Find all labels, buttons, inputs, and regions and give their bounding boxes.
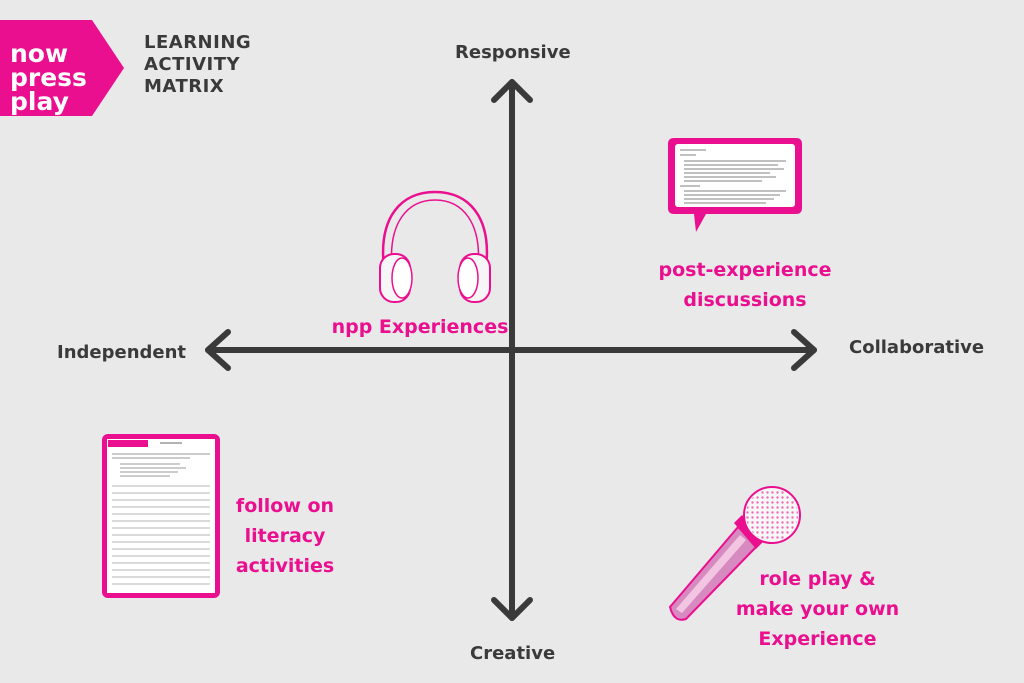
arrow-left-icon <box>205 329 231 371</box>
discussion-line-1: post-experience <box>658 259 832 281</box>
arrow-right-icon <box>791 329 817 371</box>
activity-npp-experiences: npp Experiences <box>330 312 510 342</box>
literacy-line-2: literacy <box>244 525 326 547</box>
title-line-3: MATRIX <box>144 76 225 97</box>
activity-follow-on-literacy: follow on literacy activities <box>225 491 345 581</box>
logo-text: now press play <box>10 39 87 116</box>
literacy-line-3: activities <box>235 555 335 577</box>
arrow-up-icon <box>491 79 533 103</box>
worksheet-icon <box>102 434 220 598</box>
logo-shape <box>0 20 124 116</box>
title-line-1: LEARNING <box>144 32 252 53</box>
roleplay-line-3: Experience <box>758 628 877 650</box>
axis-label-right: Collaborative <box>849 337 985 358</box>
roleplay-line-2: make your own <box>735 598 900 620</box>
logo-line-2: press <box>10 63 87 92</box>
microphone-icon <box>668 486 801 621</box>
npp-label: npp Experiences <box>331 316 509 338</box>
headphones-icon <box>379 190 491 303</box>
axis-label-bottom: Creative <box>470 643 556 664</box>
discussion-line-2: discussions <box>683 289 807 311</box>
axis-label-left: Independent <box>57 342 187 363</box>
arrow-down-icon <box>491 597 533 621</box>
axis-label-top: Responsive <box>455 42 571 63</box>
logo-line-3: play <box>10 87 69 116</box>
activity-role-play: role play & make your own Experience <box>730 564 905 654</box>
roleplay-line-1: role play & <box>759 568 876 590</box>
speech-bubble-icon <box>668 138 802 232</box>
logo-line-1: now <box>10 39 69 68</box>
title-line-2: ACTIVITY <box>144 54 241 75</box>
literacy-line-1: follow on <box>235 495 335 517</box>
brand-logo: now press play <box>0 20 124 116</box>
activity-post-experience-discussions: post-experience discussions <box>640 255 850 315</box>
page-title: LEARNING ACTIVITY MATRIX <box>144 32 284 98</box>
